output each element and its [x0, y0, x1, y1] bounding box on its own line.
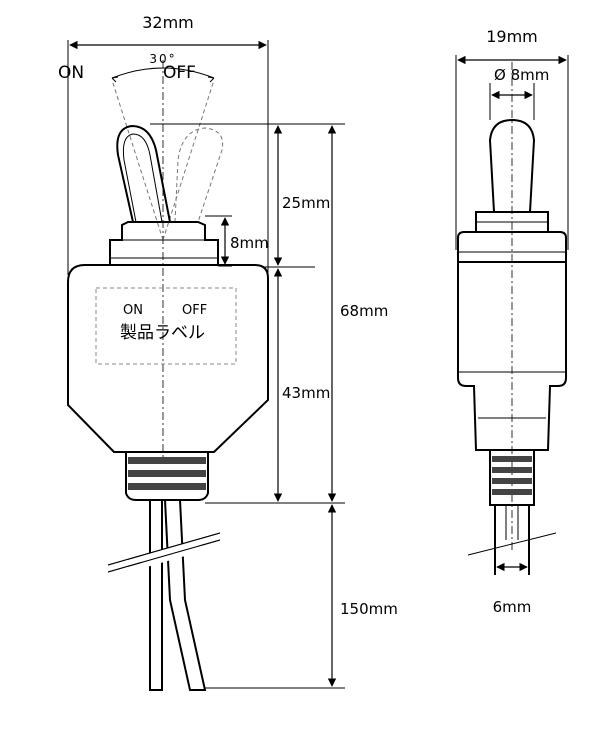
front-width-label: 32mm [142, 13, 194, 32]
side-width-dimension: 19mm [455, 27, 569, 250]
angle-label: 30° [149, 52, 176, 66]
side-view: 19mm Ø 8mm [455, 27, 569, 616]
bushing-height-label: 8mm [230, 234, 269, 252]
off-position-label: OFF [163, 63, 196, 83]
body-height-label: 43mm [282, 384, 330, 402]
lead-wires [107, 499, 221, 691]
lever-diameter-dimension: Ø 8mm [489, 66, 549, 120]
label-product-text: 製品ラベル [120, 323, 205, 343]
lever-off-ghost [174, 127, 224, 223]
toggle-lever [116, 124, 171, 223]
side-body [457, 261, 567, 451]
side-width-label: 19mm [486, 27, 538, 46]
cord-width-label: 6mm [493, 598, 532, 616]
front-width-dimension: 32mm [67, 13, 269, 275]
total-height-dimension: 68mm [327, 125, 388, 502]
product-label-area: ON OFF 製品ラベル [95, 287, 237, 365]
strain-relief [125, 452, 209, 501]
cord-width-dimension: 6mm [493, 562, 532, 616]
angle-dimension: 30° [111, 52, 215, 241]
side-nut [457, 211, 567, 262]
label-off-text: OFF [182, 303, 207, 318]
side-cord [467, 505, 557, 575]
lead-length-dimension: 150mm [327, 504, 398, 687]
body-height-dimension: 43mm [273, 268, 330, 502]
label-on-text: ON [123, 303, 143, 318]
lead-length-label: 150mm [340, 600, 398, 618]
bushing-nut [109, 221, 219, 265]
on-position-label: ON [58, 63, 84, 83]
front-view: 32mm 30° ON OFF 8mm [58, 13, 398, 691]
side-lever [488, 118, 536, 213]
lever-height-label: 25mm [282, 194, 330, 212]
switch-body [67, 264, 269, 453]
side-strain-relief [489, 450, 535, 506]
lever-height-dimension: 25mm [273, 125, 330, 266]
total-height-label: 68mm [340, 302, 388, 320]
lever-diameter-label: Ø 8mm [494, 66, 549, 84]
